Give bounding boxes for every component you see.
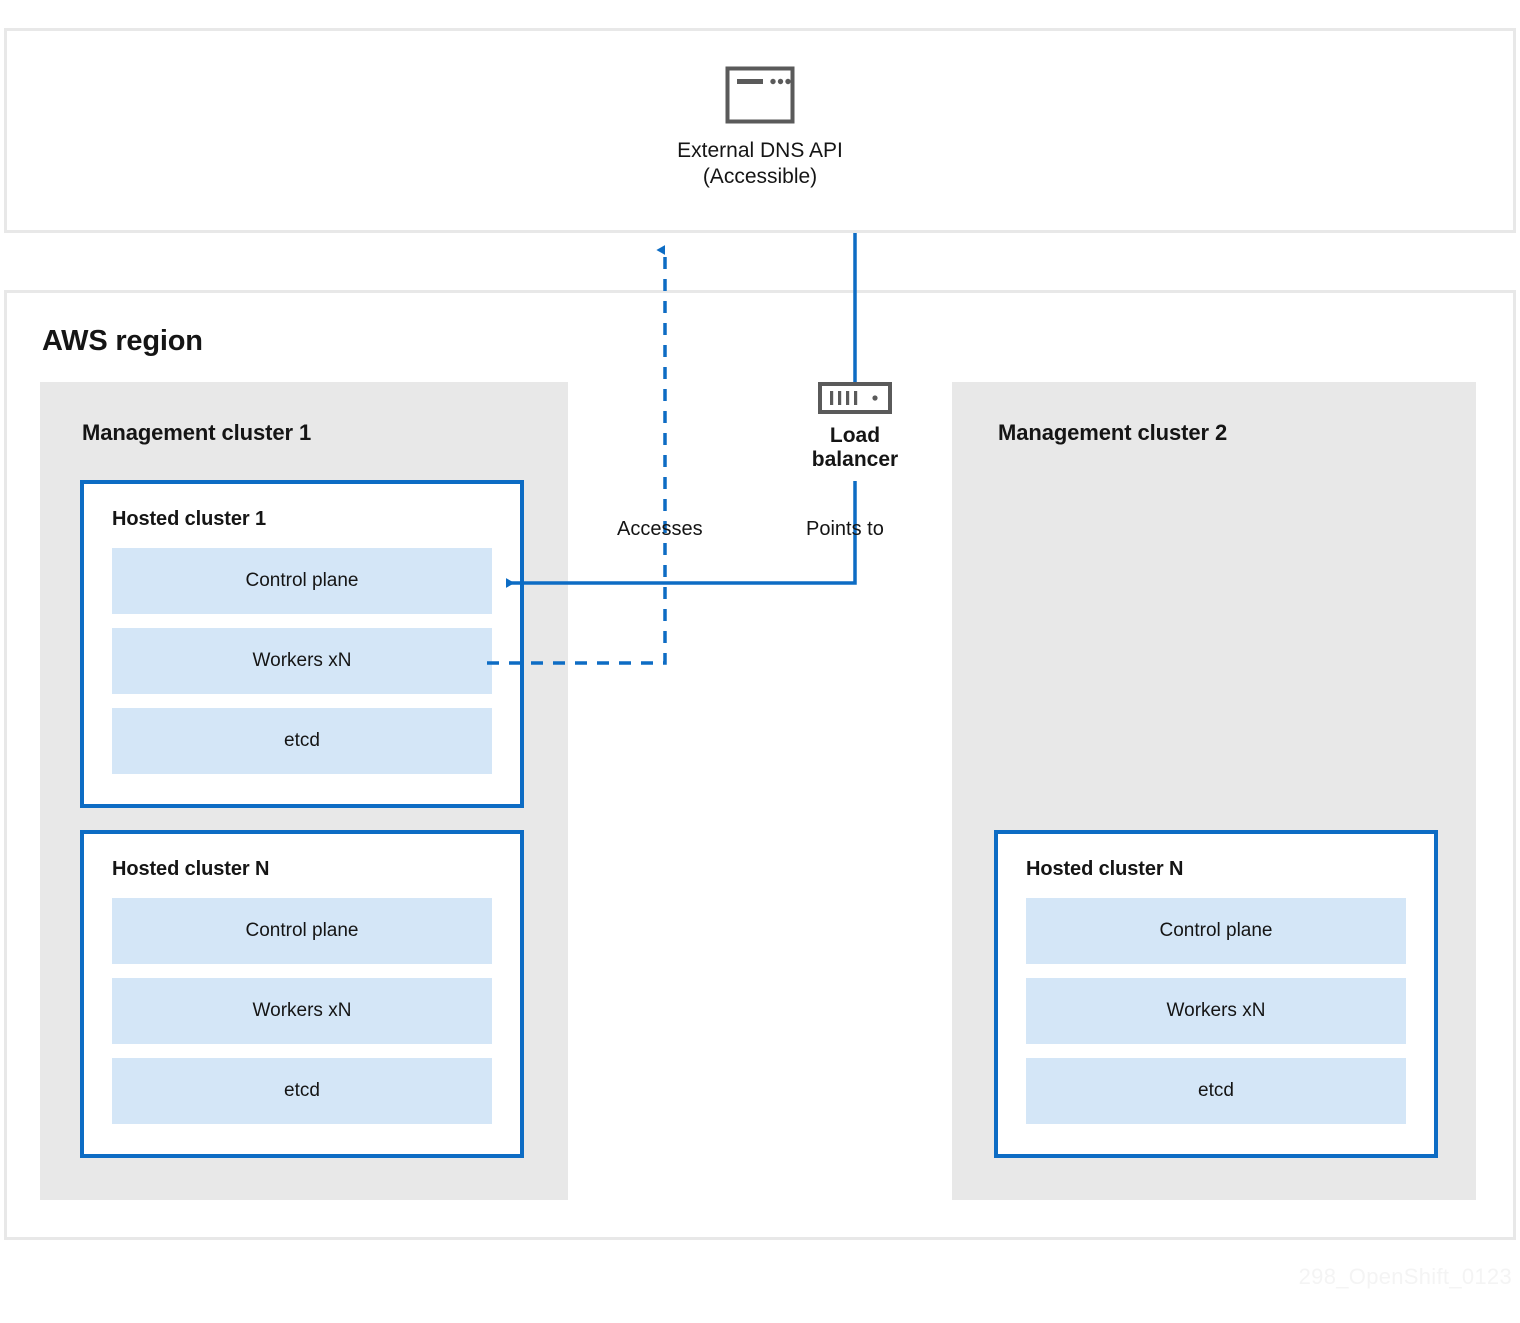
management-cluster-1-title: Management cluster 1	[82, 420, 312, 445]
component-control-plane: Control plane	[112, 898, 492, 964]
hosted-cluster-n-mgmt1: Hosted cluster N Control plane Workers x…	[80, 830, 524, 1158]
component-control-plane: Control plane	[1026, 898, 1406, 964]
watermark: 298_OpenShift_0123	[1298, 1264, 1512, 1289]
component-etcd: etcd	[1026, 1058, 1406, 1124]
component-etcd: etcd	[112, 708, 492, 774]
component-workers: Workers xN	[112, 978, 492, 1044]
aws-region-title: AWS region	[42, 325, 203, 357]
load-balancer-icon	[780, 382, 930, 414]
component-stack: Control plane Workers xN etcd	[1026, 898, 1406, 1124]
component-stack: Control plane Workers xN etcd	[112, 548, 492, 774]
browser-window-icon	[660, 66, 860, 124]
hosted-cluster-1-title: Hosted cluster 1	[112, 508, 267, 530]
load-balancer-subtitle: balancer	[811, 448, 899, 472]
component-etcd: etcd	[112, 1058, 492, 1124]
load-balancer-label: Load balancer	[780, 424, 930, 472]
external-dns-api-title: External DNS API	[677, 139, 843, 162]
hosted-cluster-1: Hosted cluster 1 Control plane Workers x…	[80, 480, 524, 808]
component-workers: Workers xN	[1026, 978, 1406, 1044]
hosted-cluster-n-title: Hosted cluster N	[1026, 858, 1184, 880]
external-dns-api-label: External DNS API (Accessible)	[660, 138, 860, 191]
hosted-cluster-n-title: Hosted cluster N	[112, 858, 270, 880]
external-dns-api-subtitle: (Accessible)	[702, 165, 818, 189]
component-workers: Workers xN	[112, 628, 492, 694]
component-control-plane: Control plane	[112, 548, 492, 614]
external-zone-panel	[4, 28, 1516, 233]
load-balancer-node: Load balancer	[780, 382, 930, 472]
component-stack: Control plane Workers xN etcd	[112, 898, 492, 1124]
management-cluster-2-title: Management cluster 2	[998, 420, 1228, 445]
hosted-cluster-n-mgmt2: Hosted cluster N Control plane Workers x…	[994, 830, 1438, 1158]
load-balancer-title: Load	[829, 424, 881, 447]
external-dns-api-node: External DNS API (Accessible)	[660, 66, 860, 191]
edge-label-points-to: Points to	[806, 518, 884, 540]
edge-label-accesses: Accesses	[617, 518, 703, 540]
